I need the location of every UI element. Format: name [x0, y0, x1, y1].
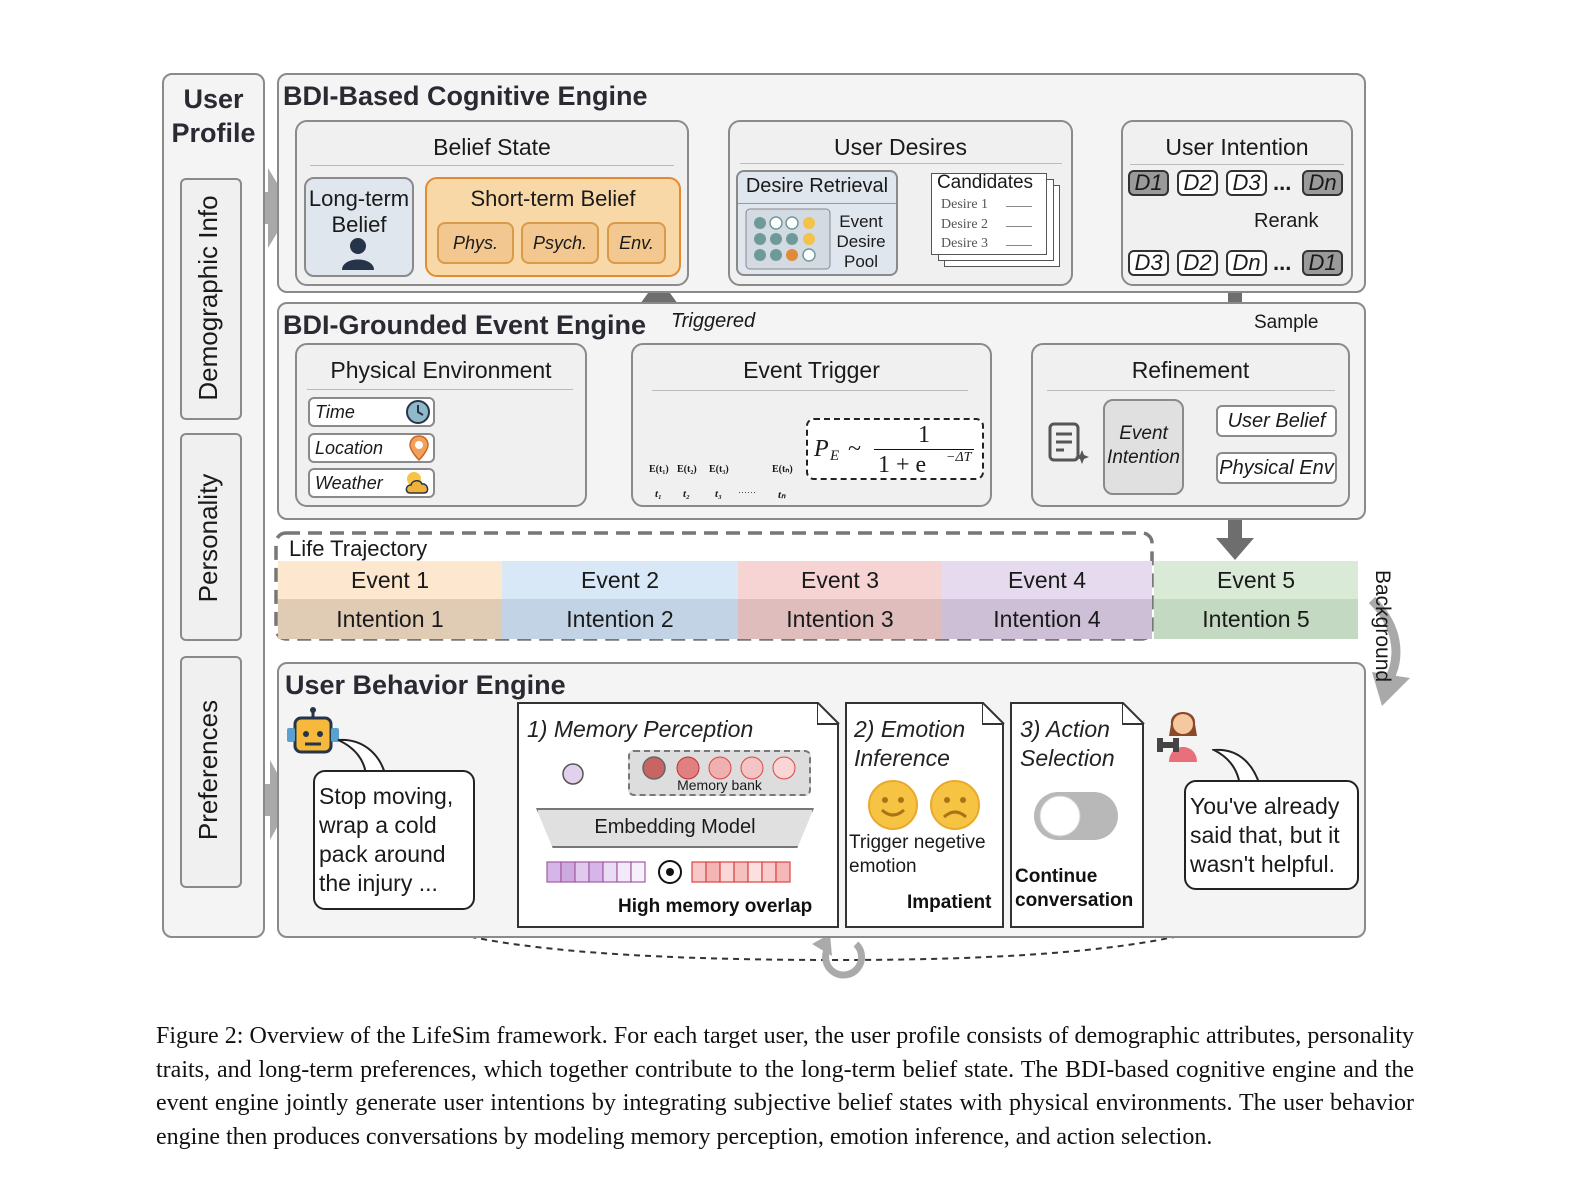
psych-tag: Psych.	[521, 222, 599, 264]
weather-icon	[405, 472, 429, 494]
emotion-trigger-line1: Trigger negetive	[849, 832, 986, 853]
long-term-belief-label: Long-term Belief	[308, 186, 410, 237]
figure-caption: Figure 2: Overview of the LifeSim framew…	[156, 1023, 1414, 1150]
sample-label: Sample	[1254, 312, 1319, 333]
candidates-label: Candidates	[936, 172, 1034, 193]
user-profile-title: User Profile	[171, 84, 256, 148]
phys-tag: Phys.	[437, 222, 514, 264]
happy-face-icon	[868, 780, 918, 830]
location-pin-icon	[409, 435, 429, 462]
action-title-line2: Selection	[1020, 745, 1115, 771]
refine-to-event5-arrow	[1216, 520, 1254, 560]
memory-bank-label: Memory bank	[677, 777, 762, 793]
action-result-line1: Continue	[1015, 866, 1098, 887]
intention-d2: D2	[1177, 170, 1218, 196]
emotion-title-line2: Inference	[854, 745, 950, 771]
intention-3-cell: Intention 3	[738, 599, 942, 639]
action-title-line1: 3) Action	[1020, 716, 1110, 742]
intention-d1: D1	[1128, 170, 1169, 196]
demographic-info-label: Demographic Info	[193, 195, 223, 401]
belief-state-title: Belief State	[433, 134, 551, 160]
candidate-desire-1: Desire 1	[941, 197, 989, 212]
demographic-info-box	[180, 178, 242, 420]
loop-icon	[822, 941, 866, 979]
user-utterance-bubble: You've already said that, but it wasn't …	[1184, 780, 1359, 890]
memory-bank-nodes	[642, 756, 796, 780]
memory-perception-title: 1) Memory Perception	[527, 716, 754, 742]
emotion-result-label: Impatient	[907, 892, 992, 913]
trigger-formula: P E ~ 1 1 + e −ΔT	[812, 422, 982, 478]
profile-to-behavior-arrow	[255, 760, 292, 840]
event-intention-box	[1103, 399, 1184, 495]
background-label: Background	[1371, 570, 1394, 683]
event-engine-title: BDI-Grounded Event Engine	[283, 310, 647, 340]
event-label-3: E(t₃)	[709, 464, 729, 475]
event-5-cell: Event 5	[1154, 561, 1358, 599]
event-label-1: E(t₁)	[649, 464, 669, 475]
robot-icon	[287, 707, 339, 754]
life-trajectory-title: Life Trajectory	[287, 536, 430, 562]
event-label-2: E(t₂)	[677, 464, 697, 475]
refinement-title: Refinement	[1131, 357, 1250, 383]
event-intention-label: Event Intention	[1107, 423, 1180, 468]
reranked-d1: D1	[1302, 250, 1343, 276]
embedding-model-box	[536, 808, 814, 848]
reranked-d3: D3	[1128, 250, 1169, 276]
sad-face-icon	[930, 780, 980, 830]
rerank-label: Rerank	[1254, 210, 1319, 232]
env-tag: Env.	[607, 222, 666, 264]
emotion-trigger-line2: emotion	[849, 856, 917, 877]
user-intention-title: User Intention	[1165, 134, 1309, 160]
event-4-cell: Event 4	[942, 561, 1152, 599]
memory-result-label: High memory overlap	[618, 896, 813, 917]
preferences-box	[180, 656, 242, 888]
triggered-label: Triggered	[671, 310, 756, 332]
event-trigger-title: Event Trigger	[743, 357, 880, 383]
cognitive-engine-title: BDI-Based Cognitive Engine	[283, 81, 648, 111]
desire-pool-dots	[745, 208, 831, 270]
intention-dn: Dn	[1302, 170, 1343, 196]
preferences-label: Preferences	[193, 699, 223, 841]
agent-utterance-bubble: Stop moving, wrap a cold pack around the…	[313, 770, 475, 910]
behavior-engine-title: User Behavior Engine	[285, 670, 566, 700]
toggle-switch-icon	[1034, 792, 1118, 840]
event-desire-pool-label: Event Desire Pool	[836, 212, 886, 271]
candidate-desire-2: Desire 2	[941, 217, 989, 232]
emotion-title-line1: 2) Emotion	[854, 716, 966, 742]
intention-5-cell: Intention 5	[1154, 599, 1358, 639]
desire-retrieval-label: Desire Retrieval	[745, 175, 889, 197]
profile-to-belief-arrow	[250, 168, 292, 248]
person-icon	[342, 238, 374, 270]
refine-document-icon	[1048, 422, 1089, 464]
physical-env-tag: Physical Env	[1216, 452, 1337, 484]
event-2-cell: Event 2	[502, 561, 738, 599]
embedding-model-label: Embedding Model	[594, 816, 756, 838]
intention-d3: D3	[1226, 170, 1267, 196]
short-term-belief-label: Short-term Belief	[470, 186, 636, 211]
candidates-box	[931, 173, 1047, 255]
clock-icon	[406, 400, 430, 424]
intention-2-cell: Intention 2	[502, 599, 738, 639]
user-belief-tag: User Belief	[1216, 405, 1337, 437]
personality-label: Personality	[193, 473, 223, 603]
user-desires-title: User Desires	[834, 134, 967, 160]
trajectory-dashed-frame	[274, 531, 1154, 641]
event-3-cell: Event 3	[738, 561, 942, 599]
user-avatar-icon	[1157, 712, 1197, 762]
event-1-cell: Event 1	[278, 561, 502, 599]
reranked-dn: Dn	[1226, 250, 1267, 276]
candidate-desire-3: Desire 3	[941, 236, 989, 251]
embedding-vectors	[546, 860, 791, 884]
physical-environment-title: Physical Environment	[330, 357, 552, 383]
query-node-icon	[562, 763, 584, 785]
action-result-line2: conversation	[1015, 890, 1134, 911]
intention-4-cell: Intention 4	[942, 599, 1152, 639]
intention-1-cell: Intention 1	[278, 599, 502, 639]
event-label-n: E(tₙ)	[772, 464, 793, 475]
trajectory-rows: Event 1 Intention 1 Event 2 Intention 2 …	[278, 561, 1358, 639]
personality-box	[180, 433, 242, 641]
reranked-d2: D2	[1177, 250, 1218, 276]
